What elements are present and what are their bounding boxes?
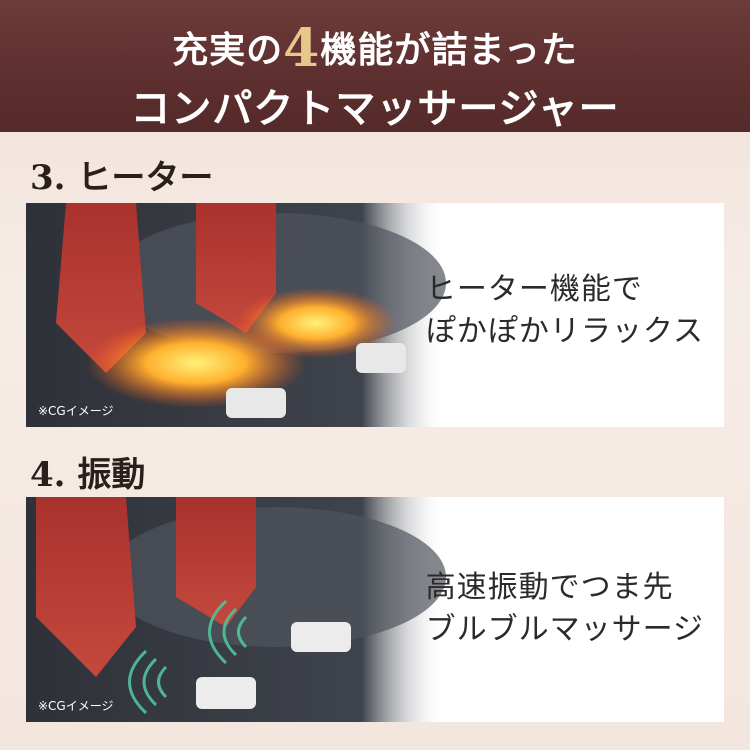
section-title-heater: 3. ヒーター [30, 158, 214, 198]
vibration-feet-illustration [26, 497, 446, 722]
caption-vibration-line1: 高速振動でつま先 [425, 570, 674, 605]
header-line-2: コンパクトマッサージャー [130, 85, 620, 132]
header-banner: 充実の4機能が詰まった コンパクトマッサージャー [0, 0, 750, 132]
panel-heater: ※CGイメージ ヒーター機能で ぽかぽかリラックス [26, 203, 724, 427]
caption-heater-line1: ヒーター機能で [425, 272, 643, 307]
heater-feet-illustration [26, 203, 446, 427]
caption-heater: ヒーター機能で ぽかぽかリラックス [426, 269, 704, 353]
caption-heater-line2: ぽかぽかリラックス [425, 314, 704, 349]
section-title-vibration: 4. 振動 [30, 455, 146, 495]
header-line1-pre: 充実の [172, 29, 284, 71]
panel-vibration: ※CGイメージ 高速振動でつま先 ブルブルマッサージ [26, 497, 724, 722]
caption-vibration-line2: ブルブルマッサージ [425, 612, 704, 647]
header-line1-post: 機能が詰まった [320, 29, 578, 71]
header-line-1: 充実の4機能が詰まった [0, 18, 750, 79]
caption-vibration: 高速振動でつま先 ブルブルマッサージ [426, 567, 704, 651]
header-line1-number: 4 [283, 18, 321, 79]
cg-note-vibration: ※CGイメージ [38, 699, 114, 713]
cg-note-heater: ※CGイメージ [38, 404, 114, 418]
